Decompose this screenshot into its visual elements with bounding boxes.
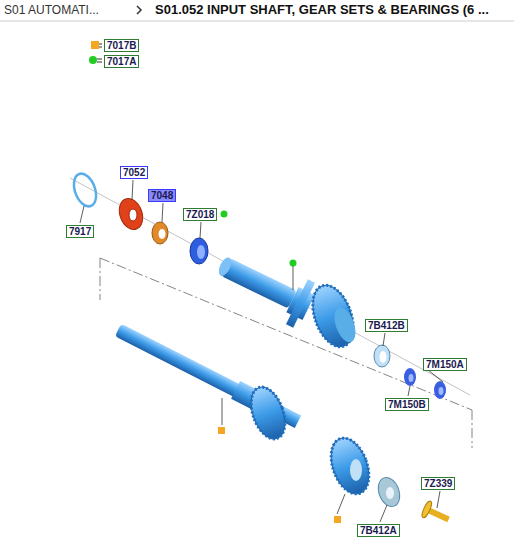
callout-number: 7B412B [368,320,405,331]
callout-number: 7M150B [388,399,426,410]
callout-number: 7B412A [360,525,397,536]
callout-number: 7Z018 [186,209,214,220]
callout-number: 7052 [123,167,145,178]
callout-box: 7B412B [365,319,408,332]
callout-box: 7B412A [357,524,400,537]
callout-box: 7M150A [423,358,467,371]
legend-label: 7017A [104,55,139,68]
legend-swatch [91,41,99,49]
callout-box: 7052 [120,166,148,179]
callout-number: 7048 [151,190,173,201]
legend-label: 7017B [104,39,139,52]
callout-box: 7917 [66,225,94,238]
callout-number: 7M150A [426,359,464,370]
callout-box: 7Z018 [183,208,217,221]
legend-swatch [89,56,97,64]
callout-box: 7048 [148,189,176,202]
callout-number: 7917 [69,226,91,237]
callout-box: 7Z339 [421,477,455,490]
page-title: S01.052 INPUT SHAFT, GEAR SETS & BEARING… [155,2,489,17]
breadcrumb: S01 AUTOMATI... [4,3,99,17]
callout-number: 7Z339 [424,478,452,489]
callout-box: 7M150B [385,398,429,411]
